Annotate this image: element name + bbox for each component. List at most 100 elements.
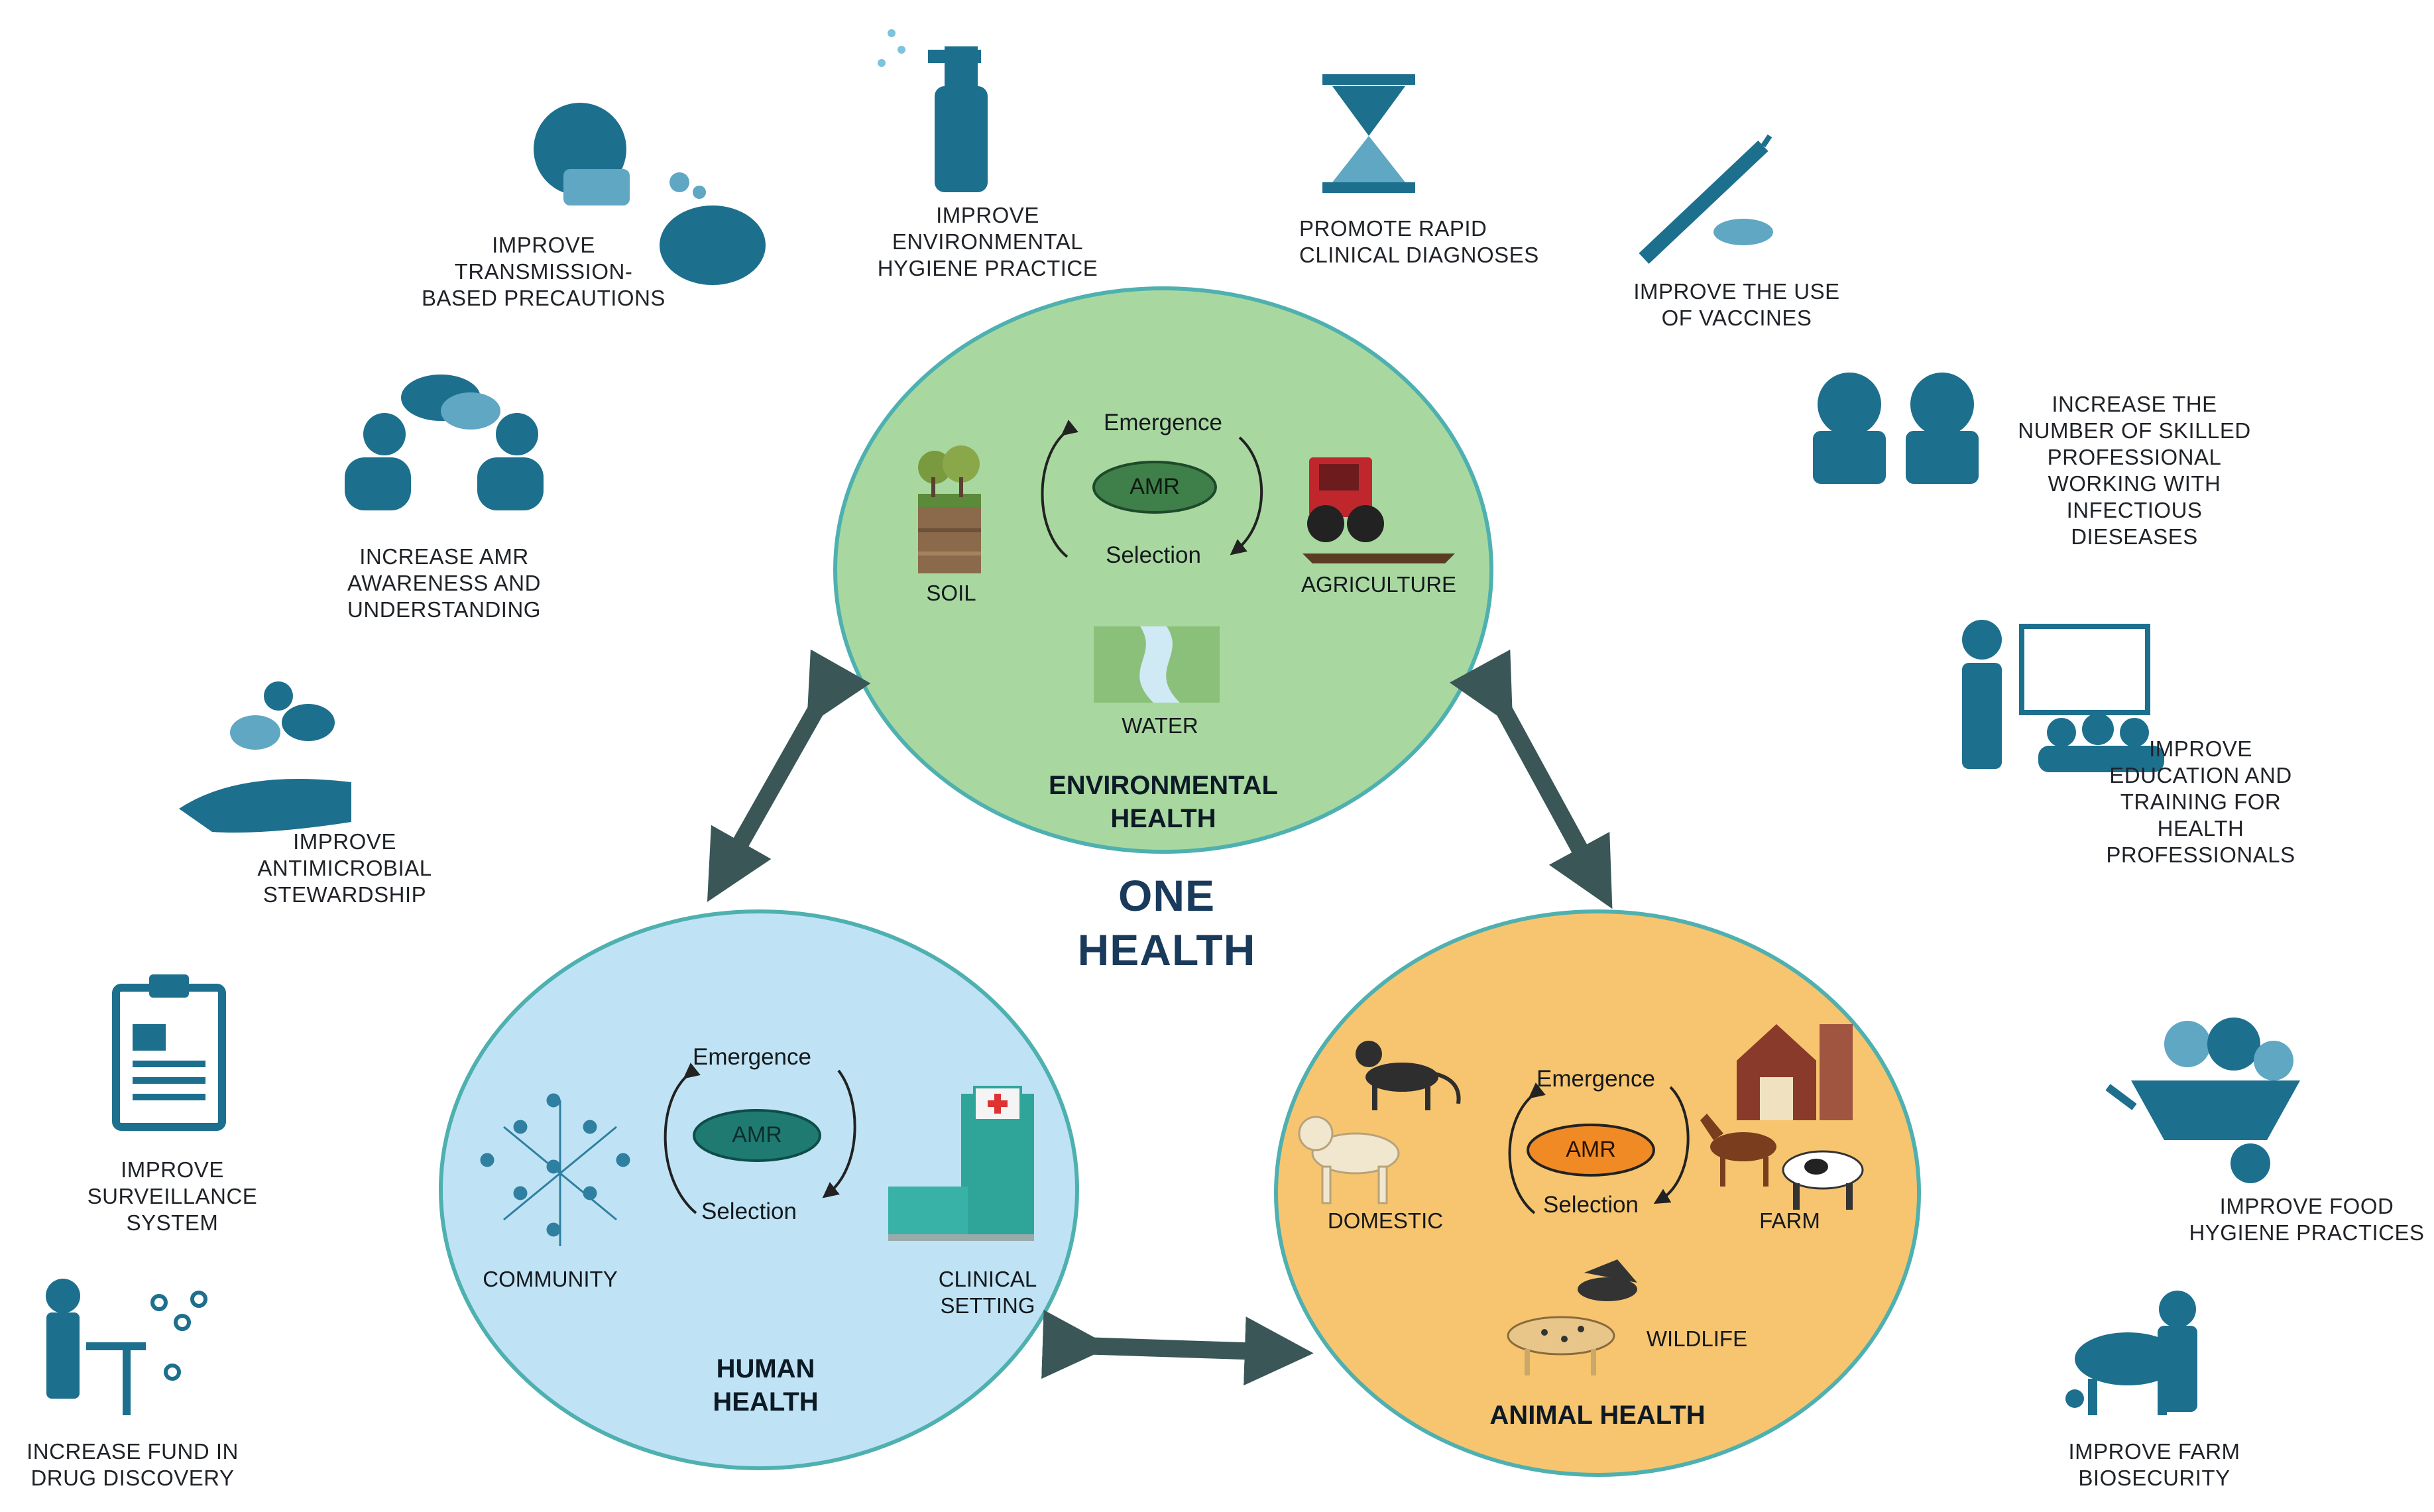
soil-label: SOIL: [926, 581, 976, 605]
skilled-professionals-icon: [1813, 373, 1979, 484]
vaccines-line-2: OF VACCINES: [1661, 306, 1812, 330]
awareness-line-1: INCREASE AMR: [359, 544, 529, 569]
vaccines-caption: IMPROVE THE USE OF VACCINES: [1611, 278, 1863, 331]
education-caption: IMPROVE EDUCATION AND TRAINING FOR HEALT…: [2068, 736, 2333, 868]
surveillance-clipboard-icon: [112, 974, 226, 1131]
stewardship-line-3: STEWARDSHIP: [262, 882, 427, 907]
spray-bottle-icon: [878, 29, 988, 192]
education-line-2: EDUCATION AND: [2109, 763, 2292, 787]
domestic-label: DOMESTIC: [1327, 1208, 1444, 1233]
human-health-title: HUMAN HEALTH: [683, 1352, 848, 1419]
food-line-2: HYGIENE PRACTICES: [2189, 1220, 2425, 1245]
stewardship-icon: [179, 681, 351, 833]
farm-label: FARM: [1759, 1208, 1820, 1233]
skilled-line-5: INFECTIOUS: [2066, 498, 2203, 522]
human-amr-oval: [693, 1109, 821, 1162]
env-hygiene-line-1: IMPROVE: [936, 203, 1039, 227]
skilled-line-6: DIESEASES: [2071, 524, 2198, 549]
animal-cycle-arrow-left: [1508, 1082, 1546, 1214]
stewardship-line-1: IMPROVE: [293, 829, 396, 854]
transmission-line-2: TRANSMISSION-: [454, 259, 633, 284]
community-icon: [480, 1093, 630, 1246]
arrow-human-animal: [1041, 1310, 1314, 1386]
animal-selection-label: Selection: [1543, 1192, 1639, 1218]
farm-biosecurity-icon: [2065, 1291, 2197, 1415]
clinical-line-2: SETTING: [940, 1293, 1035, 1318]
transmission-caption: IMPROVE TRANSMISSION- BASED PRECAUTIONS: [398, 232, 689, 312]
water-label: WATER: [1122, 713, 1198, 738]
leopard-icon: [1507, 1316, 1615, 1375]
human-title-line-1: HUMAN: [716, 1354, 815, 1383]
env-amr-oval: [1092, 461, 1217, 514]
drug-line-2: DRUG DISCOVERY: [30, 1466, 235, 1490]
dog-icon: [1298, 1116, 1400, 1204]
awareness-line-3: UNDERSTANDING: [347, 597, 541, 622]
skilled-line-4: WORKING WITH: [2048, 471, 2221, 496]
drug-line-1: INCREASE FUND IN: [27, 1439, 239, 1464]
human-amr-label: AMR: [732, 1122, 782, 1147]
surveillance-line-3: SYSTEM: [126, 1210, 219, 1235]
diagnoses-caption: PROMOTE RAPID CLINICAL DIAGNOSES: [1299, 215, 1591, 268]
human-cycle-arrow-right: [822, 1069, 856, 1198]
community-label: COMMUNITY: [483, 1267, 618, 1291]
transmission-line-1: IMPROVE: [492, 233, 595, 257]
env-hygiene-caption: IMPROVE ENVIRONMENTAL HYGIENE PRACTICE: [848, 202, 1127, 282]
transmission-line-3: BASED PRECAUTIONS: [422, 286, 666, 310]
env-hygiene-line-2: ENVIRONMENTAL: [892, 229, 1084, 254]
env-cycle-arrow-right: [1230, 436, 1263, 555]
human-title-line-2: HEALTH: [713, 1387, 819, 1417]
human-emergence-label: Emergence: [693, 1044, 811, 1070]
surveillance-caption: IMPROVE SURVEILLANCE SYSTEM: [53, 1157, 292, 1236]
water-icon: [1094, 626, 1220, 703]
diagnoses-line-2: CLINICAL DIAGNOSES: [1299, 243, 1539, 267]
education-line-4: HEALTH: [2157, 816, 2244, 841]
surveillance-line-1: IMPROVE: [121, 1157, 224, 1182]
one-health-line-2: HEALTH: [1077, 925, 1256, 974]
env-hygiene-line-3: HYGIENE PRACTICE: [877, 256, 1098, 280]
soil-icon: [918, 445, 981, 573]
wildlife-label: WILDLIFE: [1646, 1326, 1748, 1351]
skilled-line-1: INCREASE THE: [2052, 392, 2217, 416]
animal-amr-label: AMR: [1566, 1137, 1616, 1162]
food-hygiene-icon: [2105, 1018, 2300, 1183]
hourglass-icon: [1322, 74, 1415, 193]
barn-icon: [1737, 1024, 1853, 1120]
food-hygiene-caption: IMPROVE FOOD HYGIENE PRACTICES: [2181, 1193, 2433, 1246]
horse-icon: [1700, 1114, 1776, 1187]
cow-icon: [1782, 1150, 1864, 1210]
animal-amr-oval: [1527, 1124, 1655, 1177]
biosecurity-line-2: BIOSECURITY: [2078, 1466, 2231, 1490]
awareness-line-2: AWARENESS AND: [347, 571, 541, 595]
bird-icon: [1578, 1259, 1637, 1301]
hospital-icon: [888, 1086, 1034, 1241]
env-selection-label: Selection: [1106, 542, 1201, 568]
skilled-caption: INCREASE THE NUMBER OF SKILLED PROFESSIO…: [2002, 391, 2267, 550]
drug-discovery-caption: INCREASE FUND IN DRUG DISCOVERY: [7, 1438, 259, 1491]
arrow-env-human: [707, 649, 871, 902]
food-line-1: IMPROVE FOOD: [2219, 1194, 2394, 1218]
human-selection-label: Selection: [701, 1198, 797, 1224]
awareness-icon: [345, 375, 544, 510]
clinical-setting-label: CLINICAL SETTING: [915, 1266, 1061, 1319]
biosecurity-line-1: IMPROVE FARM: [2068, 1439, 2240, 1464]
human-cycle-arrow-left: [664, 1063, 701, 1214]
education-line-1: IMPROVE: [2149, 736, 2252, 761]
env-title-line-2: HEALTH: [1110, 804, 1216, 833]
education-line-5: PROFESSIONALS: [2106, 843, 2295, 867]
vaccine-syringe-icon: [1639, 134, 1773, 264]
animal-emergence-label: Emergence: [1536, 1066, 1655, 1092]
animal-cycle-arrow-right: [1653, 1086, 1690, 1204]
skilled-line-2: NUMBER OF SKILLED: [2018, 418, 2251, 443]
transmission-precautions-icon: [534, 103, 766, 285]
env-cycle-arrow-left: [1041, 420, 1078, 558]
animal-health-title: ANIMAL HEALTH: [1489, 1401, 1706, 1430]
surveillance-line-2: SURVEILLANCE: [87, 1184, 258, 1208]
arrow-env-animal: [1449, 649, 1613, 909]
drug-discovery-icon: [46, 1279, 207, 1415]
env-emergence-label: Emergence: [1104, 410, 1222, 436]
tractor-icon: [1303, 457, 1455, 563]
education-icon: [1962, 620, 2164, 772]
env-amr-label: AMR: [1130, 474, 1180, 499]
